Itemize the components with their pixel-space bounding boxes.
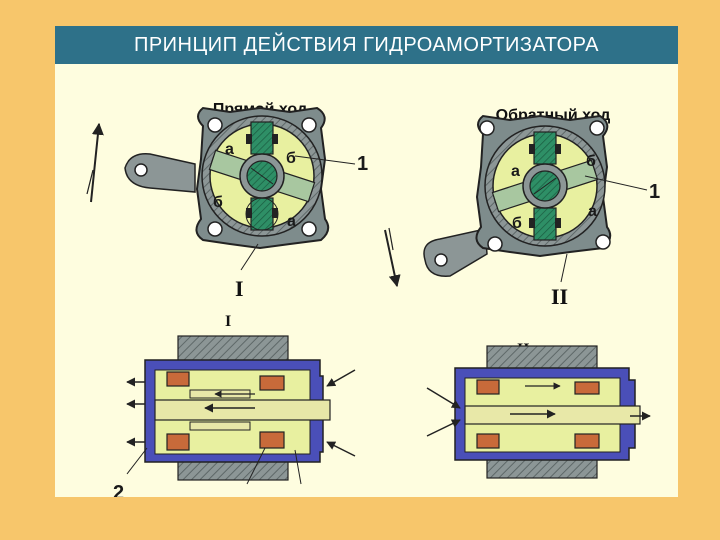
left-bolts	[207, 117, 317, 237]
left-roman-small: I	[225, 313, 231, 330]
right-part-1-label: 1	[649, 181, 660, 203]
right-bolts	[479, 120, 611, 252]
left-partition-bottom	[250, 197, 274, 231]
right-label-a-top: а	[511, 163, 520, 180]
left-part-1-label: 1	[357, 153, 368, 175]
shock-absorber-diagram: Прямой ход	[86, 101, 660, 497]
left-lever-arm	[124, 153, 196, 193]
callout-2: 2	[113, 482, 124, 497]
page-title: ПРИНЦИП ДЕЙСТВИЯ ГИДРОАМОРТИЗАТОРА	[133, 33, 600, 56]
right-label-b-top: б	[586, 153, 596, 170]
callout-4: 4	[291, 495, 303, 497]
right-top-view: Обратный ход	[384, 107, 660, 358]
left-roman-label: I	[235, 276, 244, 301]
right-label-b-bottom: б	[512, 215, 522, 232]
left-direction-arrow	[86, 122, 104, 203]
left-label-a-bottom: а	[287, 213, 296, 230]
right-partition-bottom	[533, 207, 557, 241]
left-partition-top	[250, 121, 274, 155]
left-valve-section	[126, 335, 356, 485]
left-label-b-top: б	[286, 150, 296, 167]
slide: ПРИНЦИП ДЕЙСТВИЯ ГИДРОАМОРТИЗАТОРА Прямо…	[55, 26, 678, 497]
left-label-a-top: а	[225, 141, 234, 158]
callout-3: 3	[237, 495, 248, 497]
right-roman-label: II	[551, 284, 568, 309]
middle-direction-arrow	[384, 227, 401, 288]
left-top-view: Прямой ход	[86, 101, 368, 330]
right-label-a-bottom: а	[588, 203, 597, 220]
right-valve-section	[426, 345, 651, 479]
right-partition-top	[533, 131, 557, 165]
left-label-b-bottom: б	[213, 194, 223, 211]
title-bar: ПРИНЦИП ДЕЙСТВИЯ ГИДРОАМОРТИЗАТОРА	[55, 26, 678, 64]
